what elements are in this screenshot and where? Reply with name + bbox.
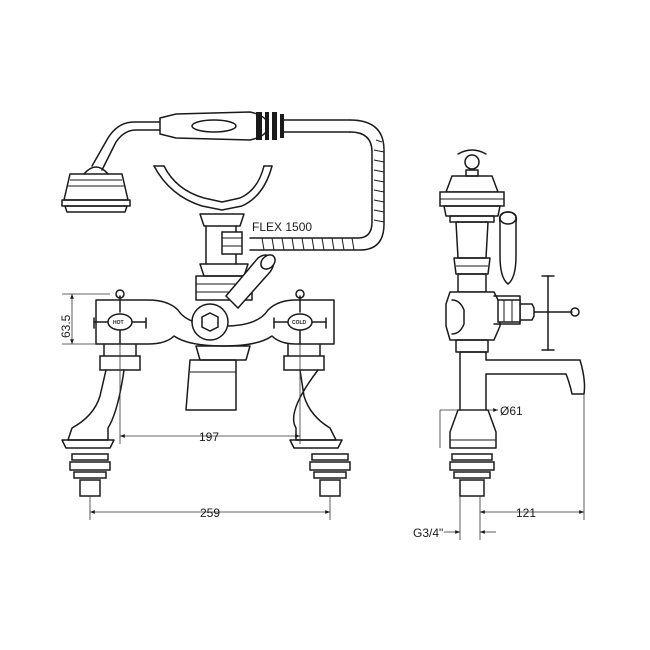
side-cross-handle (519, 275, 580, 351)
diameter-dimension-label: Ø61 (500, 404, 523, 418)
thread-dimension (444, 496, 496, 540)
handset-cradle (153, 165, 273, 265)
right-leg (283, 343, 343, 449)
flex-hose (249, 119, 385, 251)
side-handset (439, 149, 505, 223)
hose-connector (221, 231, 243, 255)
handset-arm (91, 111, 351, 171)
front-view: FLEX 1500 (59, 111, 385, 520)
width-dimension (89, 496, 331, 520)
side-lever (498, 211, 518, 285)
side-body (445, 291, 521, 341)
right-tail (309, 453, 351, 497)
centres-dimension-label: 197 (199, 430, 219, 444)
hose-length-label: FLEX 1500 (252, 220, 312, 234)
left-tail (69, 453, 111, 497)
diverter-lever (224, 254, 276, 310)
width-dimension-label: 259 (200, 506, 220, 520)
shower-head (61, 166, 131, 213)
tap-body (95, 299, 335, 347)
side-spout (455, 339, 586, 411)
height-dimension-label: 63.5 (59, 314, 73, 338)
reach-dimension (479, 394, 585, 520)
centres-dimension (119, 344, 301, 444)
height-dimension (62, 293, 110, 345)
front-spout (185, 345, 251, 411)
side-view: Ø61 121 G3/4" (413, 149, 586, 540)
reach-dimension-label: 121 (516, 506, 536, 520)
left-leg (61, 343, 141, 449)
cold-handle: COLD (273, 289, 327, 345)
diameter-dimension (439, 408, 498, 448)
side-column (453, 221, 491, 293)
hot-handle: HOT (93, 289, 147, 345)
side-base (449, 409, 497, 497)
cold-label: COLD (292, 320, 307, 326)
thread-dimension-label: G3/4" (413, 526, 443, 540)
hot-label: HOT (113, 320, 124, 326)
